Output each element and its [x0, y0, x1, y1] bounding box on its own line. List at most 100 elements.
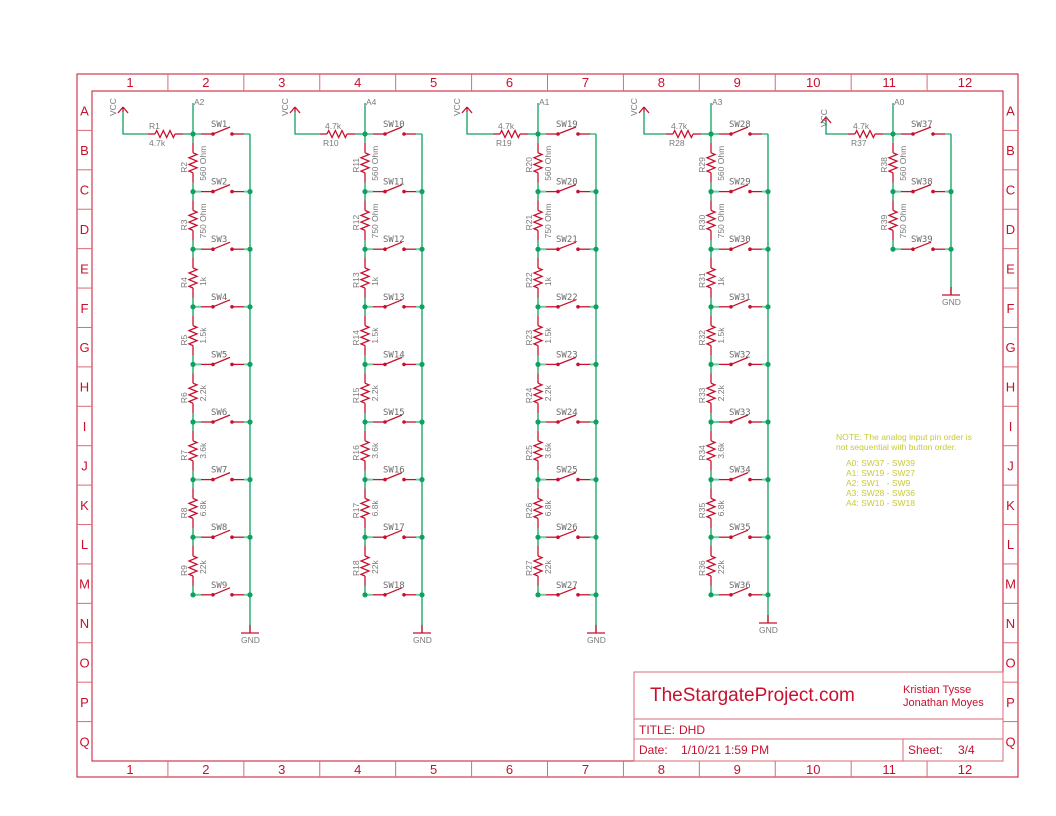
row-label-right: B	[1006, 143, 1015, 158]
push-button-switch: SW4	[201, 293, 244, 309]
resistor-symbol	[887, 209, 899, 231]
note-line-2: not sequential with button order.	[836, 442, 957, 452]
resistor-value: 3.6k	[543, 442, 553, 459]
resistor-value: 22k	[543, 560, 553, 574]
resistor-name: R39	[879, 215, 889, 231]
resistor-symbol	[359, 555, 371, 577]
switch-label: SW32	[729, 350, 751, 360]
row-label-right: Q	[1005, 734, 1015, 749]
push-button-switch: SW38	[901, 178, 945, 194]
switch-label: SW35	[729, 523, 751, 533]
resistor-symbol	[672, 128, 694, 140]
vcc-symbol: VCC	[452, 98, 473, 116]
push-button-switch: SW5	[201, 350, 244, 367]
resistor-value: 2.2k	[716, 384, 726, 401]
row-label-right: O	[1005, 655, 1015, 670]
switch-label: SW23	[556, 350, 578, 360]
resistor-symbol	[705, 497, 717, 520]
resistor-value: 3.6k	[198, 442, 208, 459]
column-label-top: 8	[658, 75, 665, 90]
analog-pin-label: A1	[539, 97, 550, 107]
column-label-bottom: 2	[202, 762, 209, 777]
resistor-symbol	[187, 267, 199, 289]
push-button-switch: SW36	[719, 581, 762, 597]
ground-symbol: GND	[942, 287, 961, 307]
date-label: Date:	[639, 743, 668, 757]
push-button-switch: SW6	[201, 408, 244, 424]
push-button-switch: SW29	[719, 178, 762, 194]
ground-symbol: GND	[759, 615, 778, 635]
resistor-value: 1.5k	[716, 327, 726, 344]
title-value: DHD	[679, 723, 705, 737]
row-label-right: F	[1007, 301, 1015, 316]
author-2: Jonathan Moyes	[903, 697, 984, 709]
row-label-right: M	[1005, 577, 1016, 592]
row-label-right: K	[1006, 498, 1015, 513]
resistor-name: R36	[697, 560, 707, 576]
resistor-name: R21	[524, 215, 534, 231]
resistor-symbol	[705, 382, 717, 404]
push-button-switch: SW7	[201, 466, 244, 482]
vcc-symbol: VCC	[108, 98, 129, 116]
row-label-right: J	[1007, 458, 1014, 473]
row-label-left: N	[80, 616, 89, 631]
column-label-top: 10	[806, 75, 820, 90]
push-button-switch: SW26	[546, 523, 590, 539]
junction-dot	[535, 592, 541, 598]
resistor-name: R3	[179, 219, 189, 230]
resistor-value: 2.2k	[543, 384, 553, 401]
push-button-switch: SW31	[719, 293, 762, 309]
switch-label: SW1	[211, 120, 227, 130]
resistor-symbol	[499, 128, 521, 140]
switch-label: SW3	[211, 235, 227, 245]
resistor-name: R22	[524, 272, 534, 288]
resistor-name: R30	[697, 215, 707, 231]
pullup-value: 4.7k	[671, 121, 688, 131]
ground-symbol: GND	[241, 625, 260, 645]
vcc-label: VCC	[629, 98, 639, 116]
resistor-name: R33	[697, 387, 707, 403]
title-block: TheStargateProject.com Kristian Tysse Jo…	[633, 671, 1004, 762]
resistor-name: R5	[179, 334, 189, 345]
resistor-name: R29	[697, 157, 707, 173]
switch-label: SW21	[556, 235, 578, 245]
resistor-value: 6.8k	[716, 500, 726, 517]
row-label-left: K	[80, 498, 89, 513]
pullup-value: 4.7k	[498, 121, 515, 131]
push-button-switch: SW32	[719, 350, 762, 367]
vcc-label: VCC	[452, 98, 462, 116]
push-button-switch: SW14	[373, 350, 416, 367]
ladder-a4: A4VCC4.7kR10SW10SW11SW12SW13SW14SW15SW16…	[280, 97, 432, 645]
switch-label: SW5	[211, 350, 227, 360]
vcc-symbol: VCC	[280, 98, 301, 116]
switch-label: SW10	[383, 120, 405, 130]
row-label-right: H	[1006, 380, 1015, 395]
row-label-left: Q	[79, 734, 89, 749]
row-label-right: N	[1006, 616, 1015, 631]
switch-label: SW27	[556, 581, 578, 591]
push-button-switch: SW9	[201, 581, 244, 597]
resistor-symbol	[359, 497, 371, 520]
push-button-switch: SW28	[719, 120, 762, 136]
switch-label: SW11	[383, 178, 405, 188]
switch-label: SW4	[211, 293, 227, 303]
resistor-symbol	[359, 267, 371, 289]
resistor-name: R34	[697, 445, 707, 461]
note-mapping-a4: A4: SW10 - SW18	[846, 498, 915, 508]
column-label-bottom: 8	[658, 762, 665, 777]
resistor-symbol	[359, 152, 371, 174]
resistor-value: 22k	[198, 560, 208, 574]
row-label-left: M	[79, 577, 90, 592]
column-label-bottom: 6	[506, 762, 513, 777]
push-button-switch: SW17	[373, 523, 416, 539]
column-label-top: 7	[582, 75, 589, 90]
resistor-value: 1.5k	[543, 327, 553, 344]
resistor-symbol	[532, 152, 544, 174]
switch-label: SW14	[383, 350, 405, 360]
pullup-name: R10	[323, 138, 339, 148]
resistor-symbol	[359, 325, 371, 347]
row-label-left: O	[79, 655, 89, 670]
resistor-value: 22k	[370, 560, 380, 574]
row-label-left: E	[80, 261, 89, 276]
